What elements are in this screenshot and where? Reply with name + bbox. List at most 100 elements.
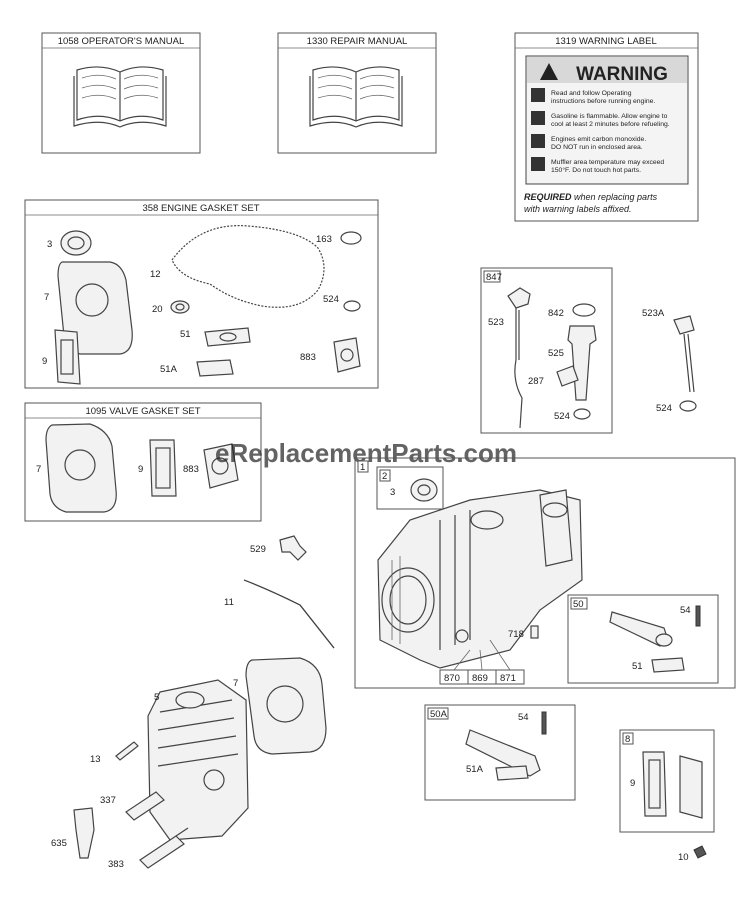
seal-ring	[679, 400, 697, 412]
svg-text:Gasoline is flammable. Allow e: Gasoline is flammable. Allow engine to	[551, 113, 668, 120]
repair-manual-box[interactable]: 1330 REPAIR MANUAL	[277, 32, 437, 154]
breather-gasket	[204, 327, 251, 347]
callout-54: 54	[518, 712, 529, 723]
callout-13: 13	[90, 754, 101, 765]
valve-spring-fitting	[73, 807, 95, 859]
dowel-pin	[530, 625, 539, 639]
warning-label-box[interactable]: 1319 WARNING LABEL ! WARNING Read and fo…	[514, 32, 699, 222]
seal-ring	[573, 408, 591, 420]
callout-3: 3	[390, 487, 395, 498]
hot-surface-pictogram-icon	[531, 157, 545, 171]
callout-883: 883	[183, 464, 199, 475]
svg-text:instructions before running en: instructions before running engine.	[551, 98, 655, 105]
exhaust-gasket	[333, 337, 361, 373]
svg-text:Engines emit carbon monoxide.: Engines emit carbon monoxide.	[551, 136, 646, 143]
engine-gasket-set-title: 358 ENGINE GASKET SET	[142, 203, 259, 214]
screw	[695, 605, 701, 627]
dipstick-tube	[567, 325, 597, 401]
head-gasket	[45, 423, 117, 513]
fumes-pictogram-icon	[531, 134, 545, 148]
book-icon	[73, 66, 167, 128]
elbow-fitting	[279, 535, 307, 561]
cylinder-assembly-box[interactable]: 1 2 3 718 870 869 871	[354, 457, 736, 689]
callout-287: 287	[528, 376, 544, 387]
callout-1: 1	[360, 462, 365, 473]
callout-383: 383	[108, 859, 124, 870]
intake-gasket	[54, 329, 81, 385]
callout-12: 12	[150, 269, 161, 280]
breather-assembly-box[interactable]: 50 54 51	[567, 594, 719, 684]
repair-manual-title: 1330 REPAIR MANUAL	[307, 36, 408, 47]
callout-870: 870	[444, 673, 460, 684]
valve-cover	[679, 755, 703, 819]
o-ring	[572, 303, 596, 317]
callout-523a: 523A	[642, 308, 665, 319]
svg-text:DO NOT run in enclosed area.: DO NOT run in enclosed area.	[551, 144, 643, 151]
seal-ring	[343, 300, 361, 312]
exhaust-gasket	[203, 443, 239, 489]
dipstick-523a	[673, 315, 695, 393]
washer	[170, 300, 190, 314]
head-bolt	[115, 741, 139, 761]
callout-524: 524	[554, 411, 570, 422]
oil-seal	[60, 230, 92, 256]
callout-523: 523	[488, 317, 504, 328]
spark-plug-lead	[139, 835, 185, 869]
spark-plug	[125, 791, 165, 821]
callout-718: 718	[508, 629, 524, 640]
callout-847: 847	[486, 272, 502, 283]
svg-text:150°F. Do not touch hot parts: 150°F. Do not touch hot parts.	[551, 166, 641, 174]
required-note: REQUIRED when replacing parts	[524, 192, 658, 202]
callout-7: 7	[44, 292, 49, 303]
callout-8: 8	[625, 734, 630, 745]
callout-51: 51	[180, 329, 191, 340]
callout-51a: 51A	[160, 364, 178, 375]
screw	[541, 711, 547, 735]
oil-seal	[410, 478, 438, 502]
callout-635: 635	[51, 838, 67, 849]
callout-163: 163	[316, 234, 332, 245]
callout-10: 10	[678, 852, 689, 863]
svg-text:Read and follow Operating: Read and follow Operating	[551, 90, 632, 97]
valve-gasket-set-title: 1095 VALVE GASKET SET	[85, 406, 200, 417]
svg-text:!: !	[548, 70, 551, 80]
head-gasket	[57, 261, 133, 355]
o-ring	[340, 231, 362, 245]
warning-heading: WARNING	[576, 64, 668, 85]
breather-hose	[243, 579, 335, 649]
warning-sticker: ! WARNING Read and follow Operating inst…	[525, 55, 689, 185]
engine-gasket-set-box[interactable]: 358 ENGINE GASKET SET 3 7 9 12 20 51 51A	[24, 199, 379, 389]
callout-5: 5	[154, 692, 159, 703]
valve-cover-box[interactable]: 8 9	[619, 729, 715, 833]
dipstick-assembly-box[interactable]: 847 523 842 525 287 524	[480, 267, 613, 434]
warning-triangle-icon	[540, 63, 558, 80]
svg-text:cool at least 2 minutes before: cool at least 2 minutes before refueling…	[551, 121, 670, 128]
callout-7: 7	[36, 464, 41, 475]
engine-block	[377, 489, 583, 669]
tube-connector	[556, 365, 579, 387]
callout-7: 7	[233, 678, 238, 689]
breather-gasket	[495, 765, 529, 781]
breather-assembly-a-box[interactable]: 50A 54 51A	[424, 704, 576, 801]
screw	[693, 845, 707, 859]
callout-524b: 524	[656, 403, 672, 414]
valve-gasket-set-box[interactable]: 1095 VALVE GASKET SET 7 9 883	[24, 402, 262, 522]
callout-9: 9	[630, 778, 635, 789]
fire-pictogram-icon	[531, 111, 545, 125]
book-icon	[309, 66, 403, 128]
callout-20: 20	[152, 304, 163, 315]
dipstick	[507, 287, 531, 429]
callout-9: 9	[42, 356, 47, 367]
operators-manual-box[interactable]: 1058 OPERATOR'S MANUAL	[41, 32, 201, 154]
callout-11: 11	[224, 597, 234, 608]
callout-9: 9	[138, 464, 143, 475]
callout-2: 2	[382, 471, 387, 482]
callout-529: 529	[250, 544, 266, 555]
required-note-line2: with warning labels affixed.	[524, 204, 632, 214]
head-gasket	[245, 657, 327, 755]
breather-gasket-a	[196, 359, 234, 377]
valve-cover-gasket	[642, 751, 667, 817]
svg-text:Muffler area temperature may e: Muffler area temperature may exceed	[551, 159, 664, 166]
manual-pictogram-icon	[531, 88, 545, 102]
